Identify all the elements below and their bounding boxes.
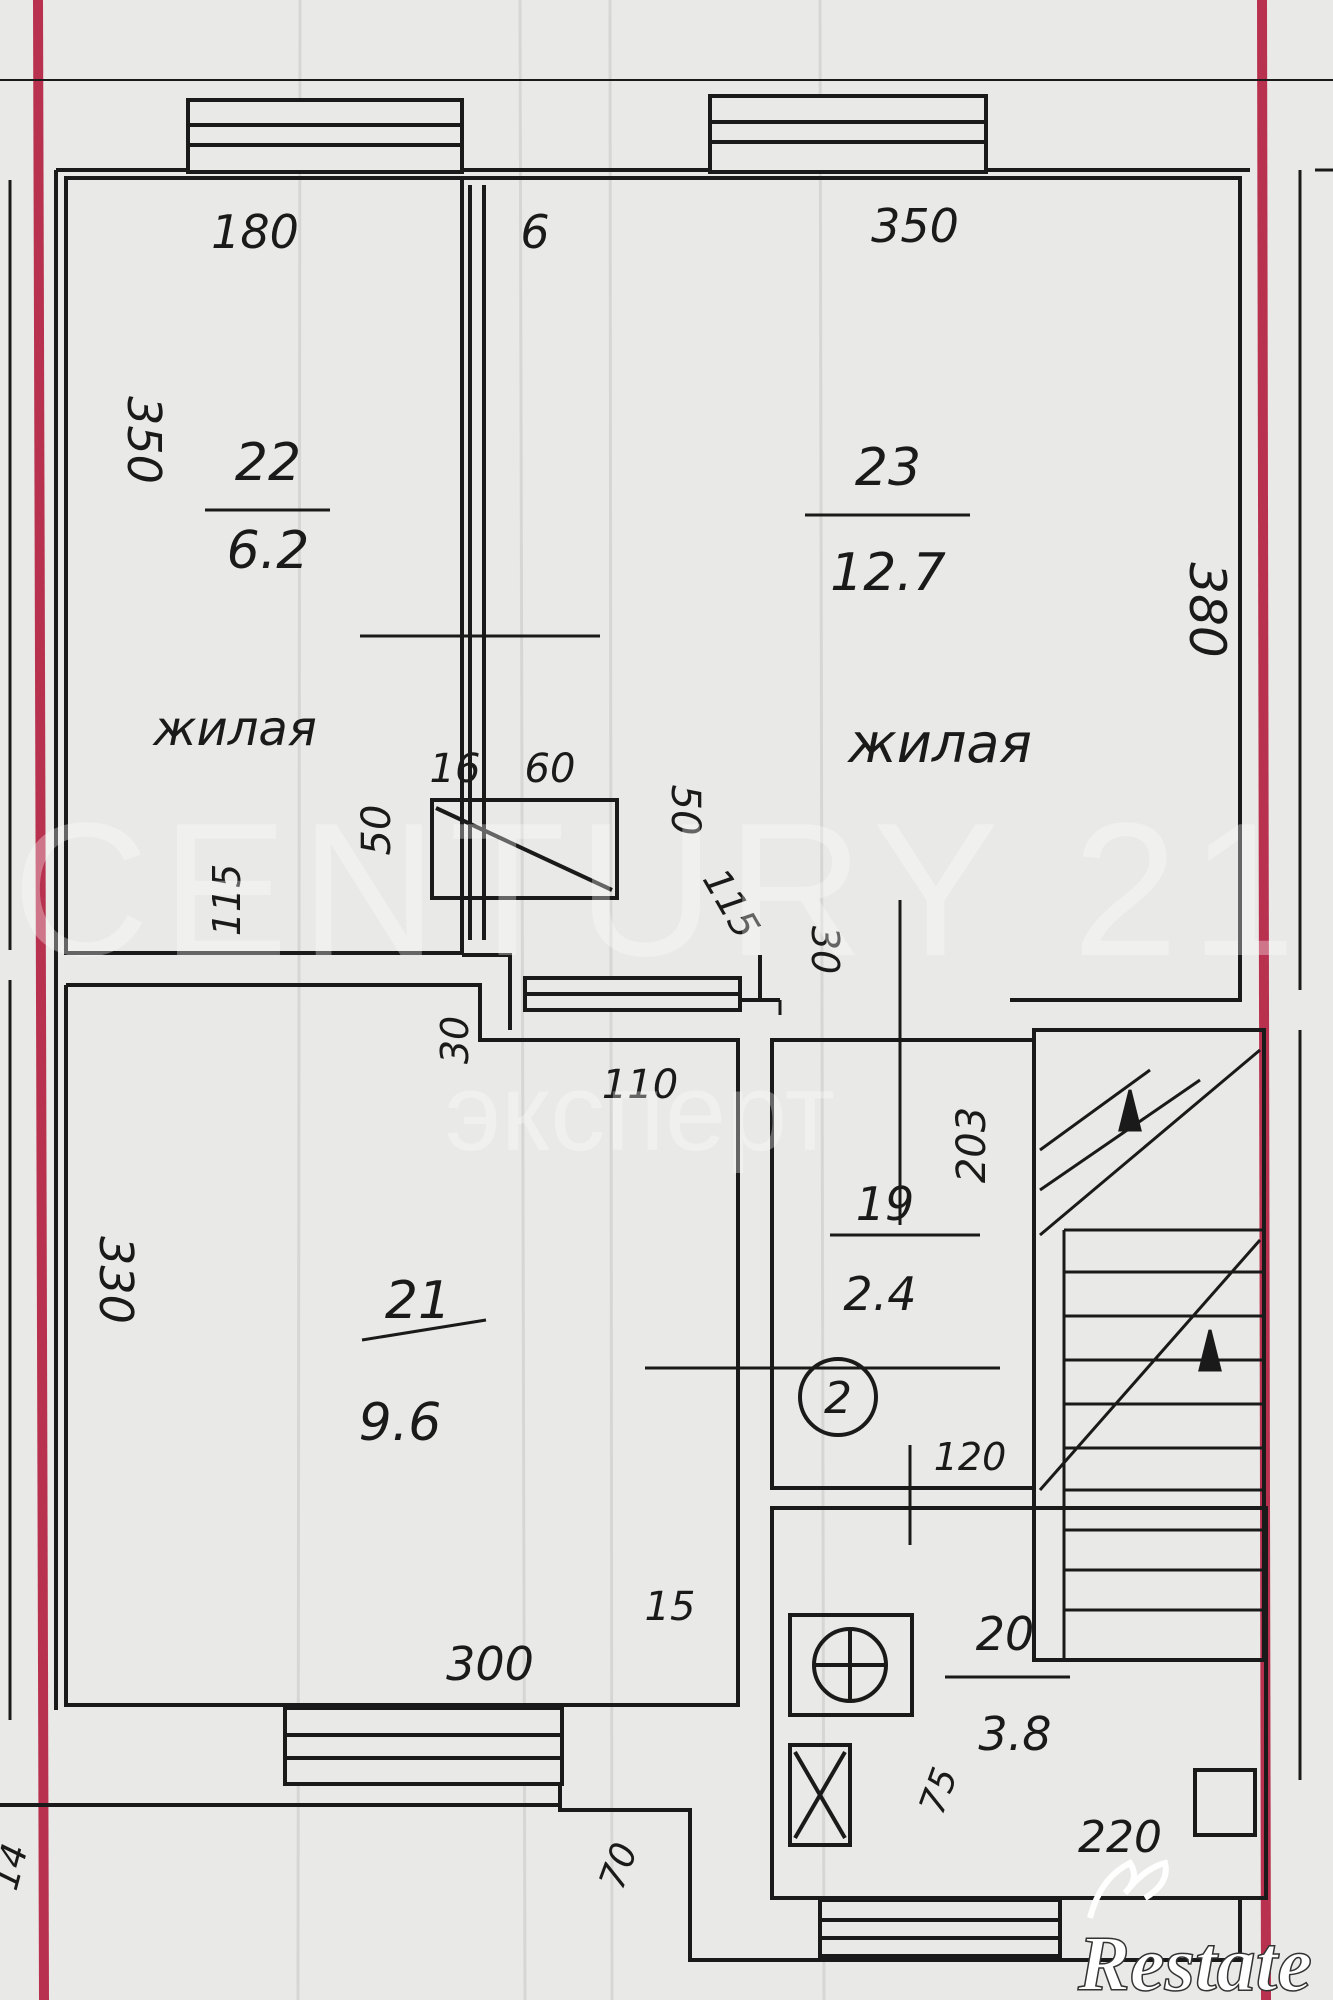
stove — [788, 1613, 914, 1717]
window-small — [818, 1898, 1062, 1958]
dim-50-left: 50 — [354, 805, 400, 856]
chimney — [430, 798, 619, 900]
dim-300: 300 — [446, 1637, 534, 1691]
marker-number: 2 — [824, 1373, 852, 1424]
windows — [186, 94, 1062, 1958]
window-top-left — [186, 98, 464, 174]
dim-16: 16 — [430, 746, 481, 792]
window-bottom — [283, 1706, 564, 1786]
room-19-area: 2.4 — [843, 1267, 916, 1321]
dim-115-left: 115 — [205, 864, 249, 937]
cabinet — [1193, 1768, 1257, 1837]
dimension-labels: 180 6 350 350 380 16 60 50 50 115 115 30… — [0, 199, 1236, 1895]
room-labels: 22 6.2 жилая 23 12.7 жилая 21 9.6 19 2.4… — [152, 433, 1070, 1761]
room-23-area: 12.7 — [830, 543, 946, 603]
dim-380: 380 — [1178, 562, 1236, 657]
dim-120: 120 — [934, 1435, 1007, 1479]
dim-70: 70 — [592, 1838, 646, 1895]
dim-75: 75 — [912, 1763, 966, 1820]
dim-6: 6 — [520, 205, 549, 259]
paper-streaks — [296, 0, 826, 2000]
room-21-number: 21 — [385, 1271, 451, 1331]
room-23-number: 23 — [855, 438, 921, 498]
window-top-right — [708, 94, 988, 174]
dim-350-left: 350 — [117, 396, 171, 484]
dim-14: 14 — [0, 1840, 37, 1895]
restate-logo: Restate — [1076, 1859, 1313, 2000]
dim-15: 15 — [645, 1584, 696, 1630]
staircase — [1038, 1048, 1264, 1660]
room-22-label: жилая — [152, 701, 316, 757]
room-23-label: жилая — [846, 712, 1032, 775]
dim-60: 60 — [525, 746, 576, 792]
dimension-lines — [360, 634, 1012, 1679]
dim-330: 330 — [89, 1236, 143, 1324]
sink — [788, 1743, 852, 1847]
dim-30-a: 30 — [433, 1016, 477, 1064]
dim-180: 180 — [211, 205, 299, 259]
room-20-number: 20 — [976, 1607, 1035, 1661]
dim-30-b: 30 — [803, 926, 847, 974]
dim-50-right: 50 — [662, 785, 708, 836]
logo-text: Restate — [1077, 1920, 1312, 2000]
dim-220: 220 — [1078, 1812, 1162, 1863]
room-20-area: 3.8 — [978, 1707, 1051, 1761]
dim-350-top: 350 — [871, 199, 959, 253]
kitchen-fixtures — [788, 1613, 1257, 1847]
dim-203: 203 — [949, 1107, 995, 1183]
dim-110: 110 — [602, 1062, 678, 1108]
walls — [0, 168, 1268, 1962]
room-19-number: 19 — [856, 1177, 915, 1231]
watermark-subtitle: эксперт — [445, 1051, 835, 1174]
room-22-area: 6.2 — [227, 521, 310, 581]
room-22-number: 22 — [235, 433, 301, 493]
watermark-brand: CENTURY 21 — [12, 784, 1308, 996]
marker-circle — [798, 1357, 878, 1437]
room-21-area: 9.6 — [359, 1393, 442, 1453]
neighbor-walls — [0, 79, 1333, 1780]
